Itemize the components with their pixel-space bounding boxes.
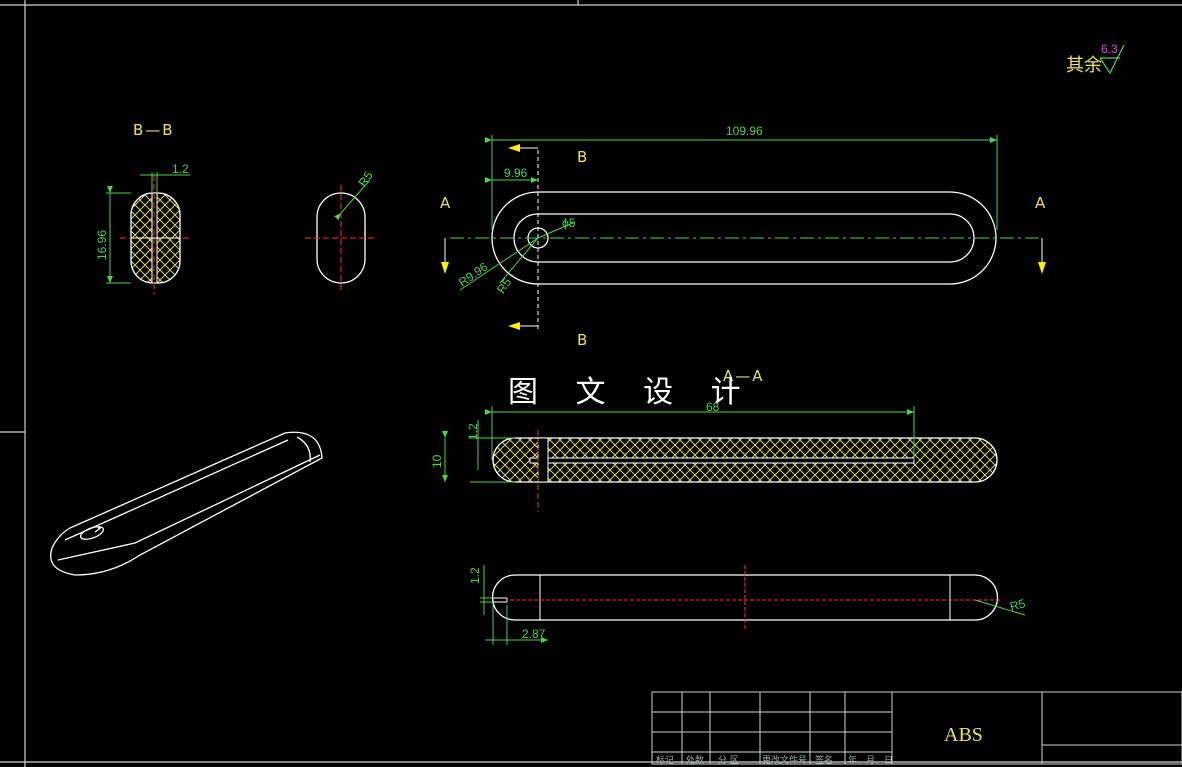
roughness-symbol [1099, 44, 1125, 75]
title-block-cell-6: 年、月、日 [848, 756, 894, 766]
dim-bottom-slot: 1.2 [468, 567, 482, 584]
section-arrow-a-right: A [1035, 194, 1048, 212]
dim-overall-length: 109.96 [726, 124, 763, 138]
roughness-value: 6.3 [1101, 42, 1118, 56]
dim-aa-slot: 1.2 [466, 423, 480, 440]
dim-aa-length: 68 [706, 400, 720, 414]
section-arrow-b-bottom: B [577, 331, 590, 349]
dim-end-offset: 9.96 [504, 166, 528, 180]
section-arrow-b-top: B [577, 148, 590, 166]
section-aa-label: A—A [723, 367, 765, 385]
material-label: ABS [944, 724, 983, 746]
title-block-cell-5: 签名 [815, 756, 834, 766]
section-bb-label: B—B [133, 121, 175, 139]
dim-aa-height: 10 [430, 454, 444, 468]
title-block-cell-2: 处数 [686, 756, 705, 766]
plan-view [441, 135, 1046, 330]
dim-bottom-offset: 2.87 [522, 627, 546, 641]
section-arrow-a-left: A [440, 194, 453, 212]
bottom-view [480, 565, 1026, 645]
title-block-cell-4: 更改文件号 [762, 756, 808, 766]
isometric-view [50, 431, 323, 576]
roughness-label: 其余 [1066, 55, 1102, 76]
title-block-cell-3: 分 区 [718, 756, 739, 766]
dim-bb-height: 16.96 [95, 229, 109, 260]
watermark-text: 图 文 设 计 [508, 375, 755, 410]
dim-hole-diameter: ϕ5 [562, 216, 576, 230]
title-block-cell-1: 标记 [656, 756, 675, 766]
dim-bb-width: 1.2 [172, 162, 189, 176]
section-aa-view [442, 406, 998, 512]
title-block [651, 691, 1182, 765]
section-bb-view [106, 172, 192, 295]
end-view [305, 179, 375, 292]
